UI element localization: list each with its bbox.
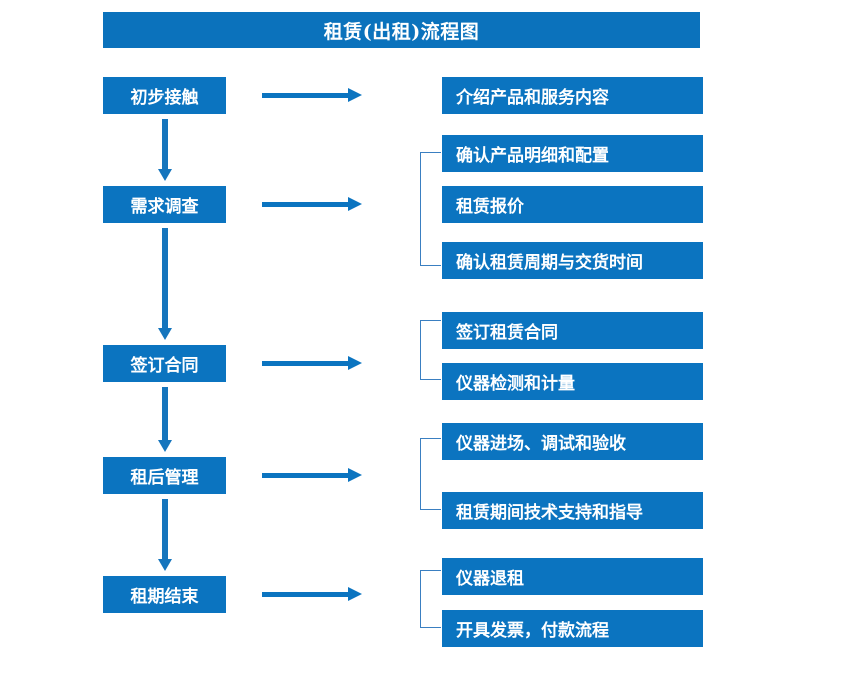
arrow-right-icon-5 [262, 587, 362, 601]
arrow-right-icon-2 [262, 197, 362, 211]
detail-box-2[interactable]: 确认产品明细和配置 [442, 135, 703, 172]
arrow-right-icon-4 [262, 468, 362, 482]
arrow-down-icon-4 [158, 499, 172, 571]
arrow-head [348, 197, 362, 211]
arrow-head [158, 169, 172, 181]
arrow-head [158, 559, 172, 571]
arrow-head [158, 440, 172, 452]
detail-box-5[interactable]: 签订租赁合同 [442, 312, 703, 349]
detail-box-6[interactable]: 仪器检测和计量 [442, 363, 703, 400]
detail-box-9[interactable]: 仪器退租 [442, 558, 703, 595]
arrow-down-icon-3 [158, 387, 172, 452]
arrow-shaft [262, 592, 350, 597]
stage-box-4[interactable]: 租后管理 [103, 457, 226, 494]
detail-box-7[interactable]: 仪器进场、调试和验收 [442, 423, 703, 460]
arrow-shaft [262, 93, 350, 98]
arrow-head [158, 328, 172, 340]
arrow-shaft [162, 228, 168, 329]
arrow-right-icon-1 [262, 88, 362, 102]
bracket-icon-group-5 [420, 570, 441, 628]
arrow-shaft [262, 473, 350, 478]
arrow-head [348, 587, 362, 601]
stage-box-3[interactable]: 签订合同 [103, 345, 226, 382]
detail-box-1[interactable]: 介绍产品和服务内容 [442, 77, 703, 114]
stage-box-5[interactable]: 租期结束 [103, 576, 226, 613]
arrow-shaft [162, 119, 168, 170]
arrow-head [348, 468, 362, 482]
detail-box-8[interactable]: 租赁期间技术支持和指导 [442, 492, 703, 529]
arrow-down-icon-2 [158, 228, 172, 340]
arrow-right-icon-3 [262, 356, 362, 370]
stage-box-2[interactable]: 需求调查 [103, 186, 226, 223]
detail-box-10[interactable]: 开具发票，付款流程 [442, 610, 703, 647]
arrow-shaft [162, 387, 168, 441]
arrow-down-icon-1 [158, 119, 172, 181]
bracket-icon-group-4 [420, 438, 441, 510]
arrow-head [348, 88, 362, 102]
detail-box-3[interactable]: 租赁报价 [442, 186, 703, 223]
arrow-shaft [262, 361, 350, 366]
arrow-shaft [262, 202, 350, 207]
bracket-icon-group-3 [420, 320, 441, 380]
arrow-head [348, 356, 362, 370]
stage-box-1[interactable]: 初步接触 [103, 77, 226, 114]
arrow-shaft [162, 499, 168, 560]
page-title: 租赁(出租)流程图 [103, 12, 700, 48]
detail-box-4[interactable]: 确认租赁周期与交货时间 [442, 242, 703, 279]
bracket-icon-group-2 [420, 152, 441, 266]
